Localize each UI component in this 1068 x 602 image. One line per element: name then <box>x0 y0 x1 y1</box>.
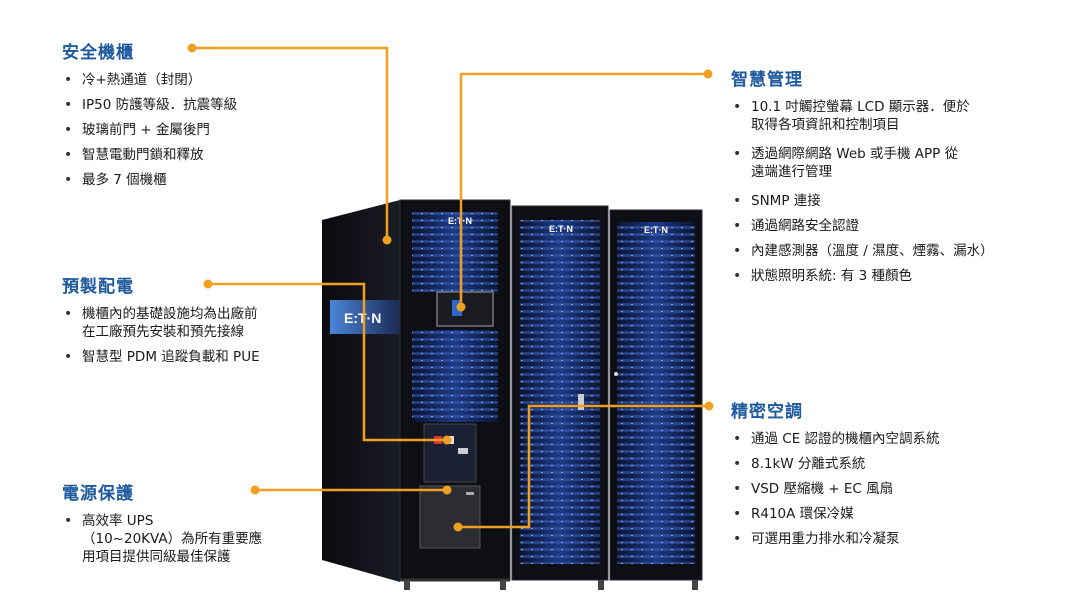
list-item-line: 透過網際網路 Web 或手機 APP 從 <box>751 146 959 162</box>
callout-line-smart <box>459 72 708 307</box>
list-item-line: 10.1 吋觸控螢幕 LCD 顯示器．便於 <box>751 99 970 115</box>
list-item: R410A 環保冷媒 <box>731 505 940 523</box>
status-light <box>614 372 618 376</box>
list-item-line: （10~20KVA）為所有重要應 <box>82 531 263 547</box>
callout-line-cooling <box>458 404 709 529</box>
list-smart: 10.1 吋觸控螢幕 LCD 顯示器．便於 取得各項資訊和控制項目 透過網際網路… <box>731 98 994 285</box>
list-item-line: 智慧型 PDM 追蹤負載和 PUE <box>82 349 260 365</box>
list-item: 內建感測器（溫度 / 濕度、煙霧、漏水） <box>731 242 994 260</box>
list-item: SNMP 連接 <box>731 192 994 210</box>
list-item: 機櫃內的基礎設施均為出廠前 在工廠預先安裝和預先接線 <box>62 305 260 341</box>
list-item: 狀態照明系統: 有 3 種顏色 <box>731 267 994 285</box>
section-title-prefab: 預製配電 <box>62 277 134 297</box>
list-item: VSD 壓縮機 + EC 風扇 <box>731 480 940 498</box>
list-item-line: 高效率 UPS <box>82 513 154 529</box>
section-prefab: 預製配電 機櫃內的基礎設施均為出廠前 在工廠預先安裝和預先接線 智慧型 PDM … <box>62 272 260 373</box>
list-item: 透過網際網路 Web 或手機 APP 從 遠端進行管理 <box>731 145 994 181</box>
section-power: 電源保護 高效率 UPS （10~20KVA）為所有重要應 用項目提供同級最佳保… <box>62 479 262 573</box>
list-item-line: 在工廠預先安裝和預先接線 <box>82 324 244 340</box>
list-power: 高效率 UPS （10~20KVA）為所有重要應 用項目提供同級最佳保護 <box>62 512 262 566</box>
list-item: IP50 防護等級．抗震等級 <box>62 96 237 114</box>
section-smart: 智慧管理 10.1 吋觸控螢幕 LCD 顯示器．便於 取得各項資訊和控制項目 透… <box>731 65 994 292</box>
section-cabinet: 安全機櫃 冷+熱通道（封閉） IP50 防護等級．抗震等級 玻璃前門 + 金屬後… <box>62 38 237 196</box>
section-title-cabinet: 安全機櫃 <box>62 43 134 63</box>
lcd-screen[interactable] <box>436 291 494 327</box>
list-item: 通過網路安全認證 <box>731 217 994 235</box>
section-title-cooling: 精密空調 <box>731 402 803 422</box>
list-item: 智慧電動門鎖和釋放 <box>62 146 237 164</box>
list-item: 冷+熱通道（封閉） <box>62 71 237 89</box>
rack-side-panel <box>322 200 400 582</box>
list-item: 智慧型 PDM 追蹤負載和 PUE <box>62 348 260 366</box>
list-prefab: 機櫃內的基礎設施均為出廠前 在工廠預先安裝和預先接線 智慧型 PDM 追蹤負載和… <box>62 305 260 366</box>
callout-line-cabinet <box>192 46 389 240</box>
section-title-power: 電源保護 <box>62 484 134 504</box>
list-item: 最多 7 個機櫃 <box>62 171 237 189</box>
list-item-line: 用項目提供同級最佳保護 <box>82 549 231 565</box>
list-item: 10.1 吋觸控螢幕 LCD 顯示器．便於 取得各項資訊和控制項目 <box>731 98 994 134</box>
list-cabinet: 冷+熱通道（封閉） IP50 防護等級．抗震等級 玻璃前門 + 金屬後門 智慧電… <box>62 71 237 189</box>
rack-2-brand: E:T·N <box>549 224 573 234</box>
list-item: 通過 CE 認證的機櫃內空調系統 <box>731 430 940 448</box>
list-item-line: 取得各項資訊和控制項目 <box>751 117 900 133</box>
section-cooling: 精密空調 通過 CE 認證的機櫃內空調系統 8.1kW 分離式系統 VSD 壓縮… <box>731 397 940 555</box>
list-item: 高效率 UPS （10~20KVA）為所有重要應 用項目提供同級最佳保護 <box>62 512 262 566</box>
list-item: 可選用重力排水和冷凝泵 <box>731 530 940 548</box>
list-item: 8.1kW 分離式系統 <box>731 455 940 473</box>
side-logo: E:T·N <box>344 310 381 326</box>
list-item: 玻璃前門 + 金屬後門 <box>62 121 237 139</box>
section-title-smart: 智慧管理 <box>731 70 803 90</box>
list-item-line: 遠端進行管理 <box>751 164 832 180</box>
rack-3-brand: E:T·N <box>644 225 668 235</box>
list-item-line: 機櫃內的基礎設施均為出廠前 <box>82 306 258 322</box>
callout-line-prefab <box>208 282 447 442</box>
ups-unit <box>419 485 481 549</box>
rack-2-handle <box>578 394 584 410</box>
list-cooling: 通過 CE 認證的機櫃內空調系統 8.1kW 分離式系統 VSD 壓縮機 + E… <box>731 430 940 548</box>
